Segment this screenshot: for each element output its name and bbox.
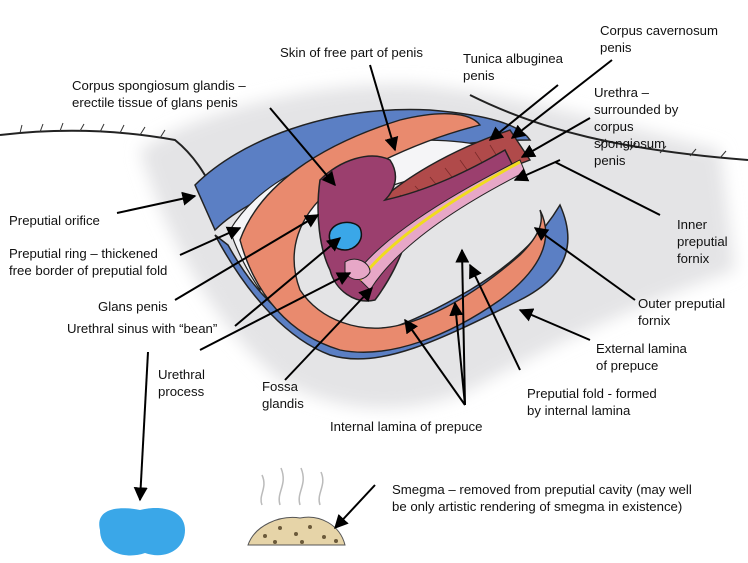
label-preputial-orifice: Preputial orifice [9, 213, 100, 228]
label-urethral-sinus: Urethral sinus with “bean” [67, 321, 218, 336]
label-preputial-ring: Preputial ring – thickened free border o… [9, 246, 168, 278]
leader-arrows [116, 59, 661, 530]
label-corpus-cavernosum: Corpus cavernosum penis [600, 23, 719, 55]
label-skin-free-part: Skin of free part of penis [280, 45, 423, 60]
urethra [358, 160, 521, 281]
label-preputial-fold: Preputial fold - formed by internal lami… [527, 386, 657, 418]
label-outer-fornix: Outer preputial fornix [638, 296, 726, 328]
label-corpus-spongiosum-glandis: Corpus spongiosum glandis – erectile tis… [72, 78, 246, 110]
label-urethral-process: Urethral process [158, 367, 205, 399]
label-fossa-glandis: Fossa glandis [262, 379, 304, 411]
bean-specimen [99, 508, 185, 556]
label-external-lamina: External lamina of prepuce [596, 341, 687, 373]
label-smegma: Smegma – removed from preputial cavity (… [392, 482, 692, 514]
label-internal-lamina: Internal lamina of prepuce [330, 419, 483, 434]
label-glans-penis: Glans penis [98, 299, 168, 314]
label-urethra: Urethra – surrounded by corpus spongiosu… [594, 85, 679, 168]
smegma-pile [247, 467, 346, 546]
label-inner-fornix: Inner preputial fornix [677, 217, 728, 266]
label-tunica-albuginea: Tunica albuginea penis [463, 51, 563, 83]
